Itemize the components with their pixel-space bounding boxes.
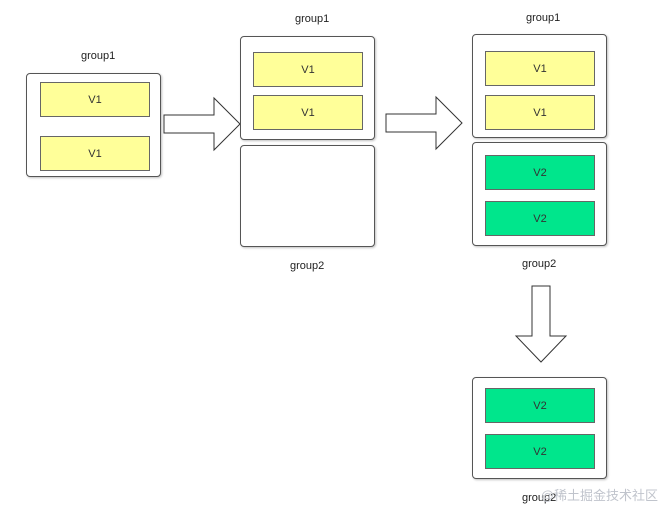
stage3-group1-node-2: V1 — [485, 95, 595, 130]
stage1-group1-label: group1 — [81, 50, 116, 62]
stage1-group1-node-2: V1 — [40, 136, 150, 171]
stage3-group2-node-1: V2 — [485, 155, 595, 190]
stage3-group2-node-2: V2 — [485, 201, 595, 236]
stage4-group2-node-2: V2 — [485, 434, 595, 469]
stage2-group1-node-2: V1 — [253, 95, 363, 130]
stage4-group2-node-1: V2 — [485, 388, 595, 423]
stage1-group1-node-1: V1 — [40, 82, 150, 117]
stage3-group1-node-1: V1 — [485, 51, 595, 86]
stage1-group1-box: V1 V1 — [26, 73, 161, 177]
stage3-group2-label: group2 — [522, 258, 557, 270]
stage2-group1-label: group1 — [295, 13, 330, 25]
watermark: @稀土掘金技术社区 — [540, 488, 658, 503]
stage2-group2-label: group2 — [290, 260, 325, 272]
stage4-group2-label: group2 — [522, 492, 557, 504]
right-arrow-1 — [163, 96, 241, 152]
down-arrow — [514, 285, 568, 363]
stage3-group2-box: V2 V2 — [472, 142, 607, 246]
right-arrow-2 — [385, 95, 463, 151]
stage2-group1-node-1: V1 — [253, 52, 363, 87]
stage2-group1-box: V1 V1 — [240, 36, 375, 140]
stage2-group2-box — [240, 145, 375, 247]
stage4-group2-box: V2 V2 — [472, 377, 607, 479]
stage3-group1-label: group1 — [526, 12, 561, 24]
stage3-group1-box: V1 V1 — [472, 34, 607, 138]
